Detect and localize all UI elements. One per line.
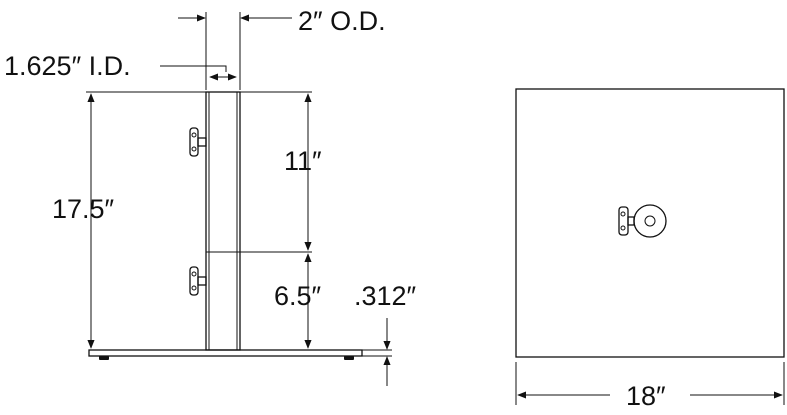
plate-width-label: 18″ <box>626 381 666 411</box>
upper-knob-icon <box>189 127 207 157</box>
base-plate-side <box>88 349 363 357</box>
inner-diameter-label: 1.625″ I.D. <box>4 51 131 81</box>
top-view: 18″ <box>515 88 785 411</box>
side-view: 2″ O.D. 1.625″ I.D. 17.5″ 11″ 6.5″ .312″ <box>4 6 417 386</box>
id-leader <box>160 65 227 72</box>
base-plate-top <box>515 88 785 358</box>
upper-section-label: 11″ <box>284 146 322 176</box>
plate-thickness-label: .312″ <box>354 281 417 311</box>
lower-section-label: 6.5″ <box>274 281 322 311</box>
tube-inner-circle <box>644 215 656 227</box>
top-knob-icon <box>618 206 635 236</box>
total-height-label: 17.5″ <box>52 194 115 224</box>
left-foot <box>99 356 109 360</box>
tube-outline <box>205 91 241 351</box>
tube-outer-circle <box>633 204 667 238</box>
lower-knob-icon <box>189 266 207 296</box>
right-foot <box>344 356 354 360</box>
outer-diameter-label: 2″ O.D. <box>298 6 386 36</box>
